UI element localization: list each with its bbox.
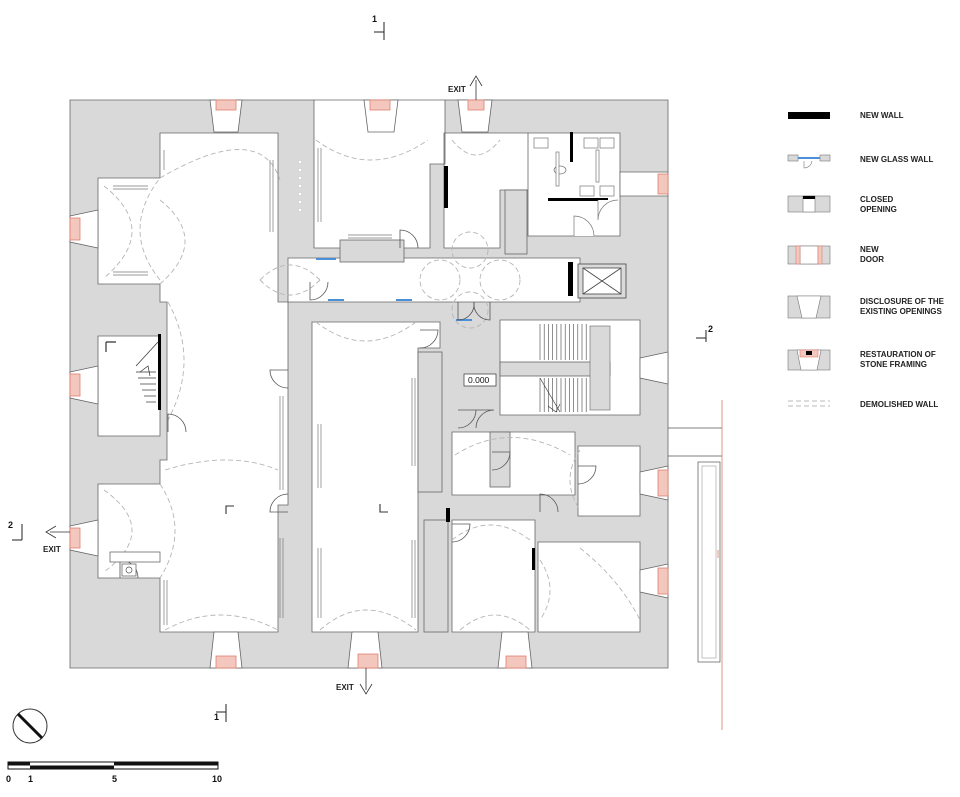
legend-label: NEW: [860, 245, 879, 254]
legend-label: CLOSED: [860, 195, 894, 204]
legend-label: EXISTING OPENINGS: [860, 307, 942, 316]
north-arrow-icon: [12, 708, 48, 744]
legend-label: OPENING: [860, 205, 897, 214]
legend-item-demolished: DEMOLISHED WALL: [788, 400, 938, 409]
scale-tick-5: 5: [112, 774, 117, 784]
svg-text:DEMOLISHED WALL: DEMOLISHED WALL: [860, 400, 938, 409]
legend-label: DISCLOSURE OF THE: [860, 297, 945, 306]
exit-markers: [45, 75, 483, 695]
scale-tick-10: 10: [212, 774, 222, 784]
reception-desk: [109, 551, 161, 577]
section-1-top-label: 1: [372, 14, 377, 24]
legend-label: NEW WALL: [860, 111, 904, 120]
left-staircase: [105, 341, 159, 403]
section-2-left-label: 2: [8, 520, 13, 530]
legend-label: STONE FRAMING: [860, 360, 927, 369]
radiators: [113, 148, 416, 625]
scale-tick-0: 0: [6, 774, 11, 784]
svg-text:NEW WALL: NEW WALL: [860, 111, 904, 120]
toilet-fixtures: [533, 137, 619, 237]
scale-tick-1: 1: [28, 774, 33, 784]
level-marker: 0.000: [463, 373, 497, 387]
display-dots: [297, 159, 303, 213]
legend-item-new-glass-wall: NEW GLASS WALL: [787, 154, 933, 169]
exit-label-left: EXIT: [43, 545, 61, 554]
exit-label-bottom: EXIT: [336, 683, 354, 692]
exterior-openings: [69, 99, 669, 669]
main-staircase: [539, 324, 611, 413]
svg-text:NEW GLASS WALL: NEW GLASS WALL: [860, 155, 933, 164]
exit-label-top: EXIT: [448, 85, 466, 94]
legend-label: RESTAURATION OF: [860, 350, 936, 359]
legend-item-new-wall: NEW WALL: [788, 111, 904, 120]
level-label: 0.000: [468, 375, 490, 385]
legend-label: DEMOLISHED WALL: [860, 400, 938, 409]
demolished-walls: [103, 139, 641, 631]
elevator: [577, 263, 627, 299]
section-cut-markers: [12, 22, 707, 722]
scale-bar: [7, 761, 219, 770]
section-2-right-label: 2: [708, 324, 713, 334]
legend-label: DOOR: [860, 255, 884, 264]
new-walls: [158, 132, 608, 570]
site-boundary: [668, 400, 723, 730]
doors: [119, 229, 597, 579]
legend-label: NEW GLASS WALL: [860, 155, 933, 164]
building-walls: [69, 99, 669, 669]
section-corner-marks: [225, 504, 388, 514]
section-1-bottom-label: 1: [214, 712, 219, 722]
